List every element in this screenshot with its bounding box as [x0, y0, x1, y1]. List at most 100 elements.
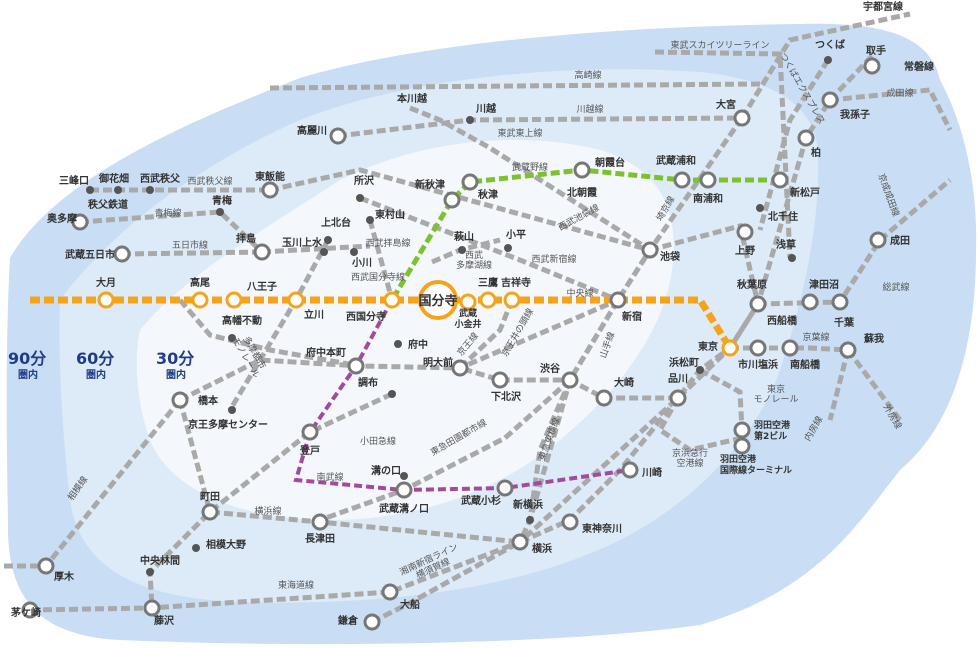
station-kamakura[interactable]: 鎌倉: [337, 613, 381, 631]
station-ueno[interactable]: 上野: [735, 223, 755, 257]
station-yokohama[interactable]: 横浜: [511, 533, 552, 555]
station-marker-shinjuku: [609, 291, 627, 309]
station-mitaka[interactable]: 三鷹: [478, 276, 498, 309]
station-shibuya[interactable]: 渋谷: [540, 362, 579, 389]
station-mitsumineguchi[interactable]: 三峰口: [59, 174, 94, 194]
station-marker-minamiurawa: [699, 171, 717, 189]
station-musashikoganei[interactable]: 武蔵小金井: [453, 293, 482, 330]
station-haijima[interactable]: 拝島: [236, 232, 271, 261]
station-higashimurayama[interactable]: 東村山: [366, 208, 405, 224]
station-tsudanuma[interactable]: 津田沼: [801, 278, 839, 311]
station-akitsu[interactable]: 秋津: [461, 173, 498, 201]
station-musashimizonokuchi[interactable]: 武蔵溝ノ口: [379, 481, 429, 515]
station-hanazono[interactable]: 御花畑: [98, 172, 129, 194]
station-fuchu[interactable]: 府中: [394, 338, 428, 351]
station-osaki[interactable]: 大崎: [595, 376, 634, 407]
station-label-higashikanagawa: 東神奈川: [582, 522, 622, 535]
station-abiko[interactable]: 我孫子: [821, 91, 870, 121]
station-noborito[interactable]: 登戸: [299, 423, 320, 457]
station-shinkawasaki[interactable]: 新横浜: [513, 498, 543, 524]
station-marker-abiko: [821, 91, 839, 109]
station-marker-keiotama: [228, 406, 236, 414]
station-ome[interactable]: 青梅: [212, 194, 232, 216]
station-tsukuba[interactable]: つくば: [815, 38, 845, 64]
station-kamikitadai[interactable]: 上北台: [321, 216, 351, 244]
station-marker-kitasenju: [756, 204, 764, 212]
station-atsugi[interactable]: 厚木: [37, 557, 75, 583]
station-okutama[interactable]: 奥多摩: [47, 212, 89, 231]
station-minamifunabashi[interactable]: 南船橋: [781, 339, 821, 371]
station-kawasaki[interactable]: 川崎: [621, 461, 662, 479]
station-keiotama[interactable]: 京王多摩センター: [188, 406, 268, 431]
station-haneda2[interactable]: 羽田空港第2ビル: [733, 419, 791, 442]
station-chuorinkan[interactable]: 中央林間: [140, 554, 180, 576]
station-joban[interactable]: 常磐線: [904, 60, 934, 73]
station-label-keiotama: 京王多摩センター: [188, 418, 268, 431]
station-kichijoji[interactable]: 吉祥寺: [501, 276, 531, 309]
station-label-ichikawashiohama: 市川塩浜: [738, 358, 778, 371]
station-musashikosugi[interactable]: 武蔵小杉: [461, 479, 514, 507]
station-utsunomiya[interactable]: 宇都宮線: [863, 0, 903, 13]
station-chigasaki[interactable]: 茅ケ崎: [11, 601, 41, 619]
station-soga[interactable]: 蘇我: [839, 332, 884, 359]
station-asakusa[interactable]: 浅草: [776, 238, 796, 262]
station-seibuchichibu[interactable]: 西武秩父: [140, 172, 181, 194]
station-higashikanagawa[interactable]: 東神奈川: [561, 513, 622, 535]
station-takahatafudo[interactable]: 高幡不動: [222, 314, 262, 342]
station-fuchuhommachi[interactable]: 府中本町: [306, 346, 365, 375]
station-toride[interactable]: 取手: [863, 44, 886, 75]
station-akihabara[interactable]: 秋葉原: [737, 278, 767, 313]
station-komagawa[interactable]: 高麗川: [297, 124, 347, 145]
station-ofuna[interactable]: 大船: [381, 583, 420, 611]
station-tachikawa[interactable]: 立川: [287, 291, 324, 321]
station-tokorozawa[interactable]: 所沢: [354, 174, 375, 202]
station-honkawagoe[interactable]: 本川越: [397, 92, 428, 105]
station-sagamiono[interactable]: 相模大野: [192, 538, 246, 552]
station-hachioji[interactable]: 八王子: [225, 281, 277, 309]
station-minamiurawa[interactable]: 南浦和: [693, 171, 723, 205]
station-shinakitsu[interactable]: 新秋津: [415, 178, 461, 209]
station-machida[interactable]: 町田: [200, 491, 220, 521]
station-kitaasaka[interactable]: 北朝霞: [567, 161, 598, 199]
station-hagiyama[interactable]: 萩山: [453, 230, 474, 254]
station-hashimoto[interactable]: 橋本: [171, 391, 219, 409]
station-marker-kodaira: [504, 244, 512, 252]
station-label-utsunomiya: 宇都宮線: [863, 0, 903, 13]
station-kashiwa[interactable]: 柏: [797, 129, 821, 159]
station-kitasenju[interactable]: 北千住: [756, 204, 798, 223]
station-nishifunabashi[interactable]: 西船橋: [767, 314, 798, 327]
station-kawagoe[interactable]: 川越: [466, 102, 497, 124]
station-nishikokubunji[interactable]: 西国分寺: [346, 291, 401, 323]
station-omiya[interactable]: 大宮: [716, 98, 751, 127]
station-mizonokuchi[interactable]: 溝の口: [371, 464, 408, 480]
station-takao[interactable]: 高尾: [190, 276, 210, 309]
station-chiba[interactable]: 千葉: [831, 293, 855, 329]
station-chofu[interactable]: 調布: [358, 376, 396, 398]
station-hanedaIntl[interactable]: 羽田空港国際線ターミナル: [720, 437, 792, 476]
station-hamamatsucho[interactable]: 浜松町: [669, 356, 704, 374]
station-marker-tokyo: [721, 339, 739, 357]
station-kodaira[interactable]: 小平: [504, 228, 526, 252]
line-tokaido: [29, 346, 732, 613]
station-shinjuku[interactable]: 新宿: [609, 291, 642, 323]
station-otsuki[interactable]: 大月: [96, 276, 116, 309]
station-meidaimae[interactable]: 明大前: [423, 356, 469, 377]
center-station[interactable]: 国分寺: [418, 280, 458, 320]
station-shimokitazawa[interactable]: 下北沢: [491, 371, 522, 403]
station-musashiurawa[interactable]: 武蔵浦和: [656, 154, 696, 189]
station-musashiitsukaichi[interactable]: 武蔵五日市: [65, 245, 131, 263]
station-tokyo[interactable]: 東京: [698, 339, 739, 357]
station-nagatsuta[interactable]: 長津田: [305, 513, 335, 545]
station-shinagawa[interactable]: 品川: [668, 373, 688, 407]
station-fujisawa[interactable]: 藤沢: [143, 599, 175, 627]
station-ichikawashiohama[interactable]: 市川塩浜: [738, 339, 778, 371]
station-narita[interactable]: 成田: [869, 231, 910, 249]
station-tamagawajosui[interactable]: 玉川上水: [282, 236, 328, 256]
station-chichibutetsudo[interactable]: 秩父鉄道: [88, 198, 128, 211]
station-hanno[interactable]: 東飯能: [255, 170, 285, 199]
station-ikebukuro[interactable]: 池袋: [641, 241, 681, 263]
station-shinmatsudo[interactable]: 新松戸: [771, 171, 820, 199]
station-marker-haneda2: [733, 421, 751, 439]
line-saikyo: [527, 116, 745, 521]
station-ogawa[interactable]: 小川: [350, 248, 372, 269]
